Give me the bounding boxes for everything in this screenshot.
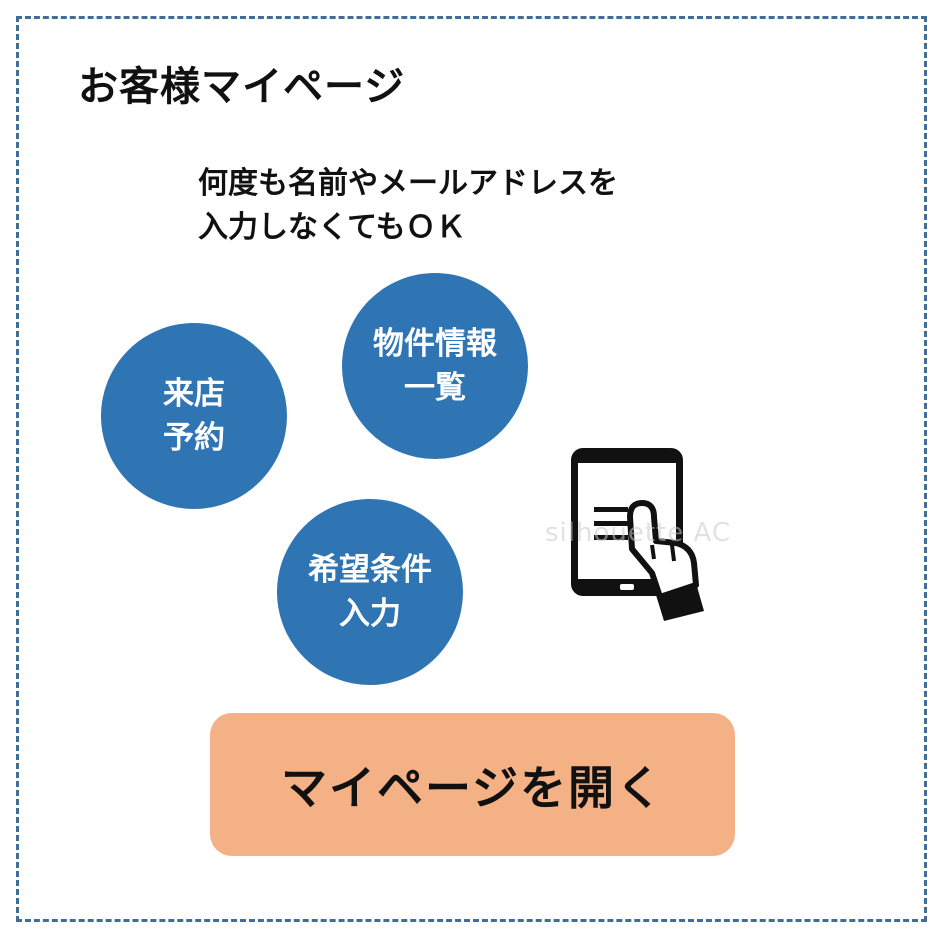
feature-label-line-2: 一覧 (404, 370, 466, 406)
feature-label-line-2: 予約 (163, 420, 225, 456)
feature-label-line-1: 物件情報 (373, 326, 497, 362)
feature-label-line-1: 希望条件 (308, 552, 432, 588)
feature-label-line-2: 入力 (339, 596, 401, 632)
open-mypage-button[interactable]: マイページを開く (210, 713, 735, 856)
dashed-frame (16, 16, 927, 922)
feature-desired-conditions[interactable]: 希望条件 入力 (277, 499, 463, 685)
description: 何度も名前やメールアドレスを 入力しなくてもＯＫ (198, 162, 618, 250)
feature-property-list[interactable]: 物件情報 一覧 (342, 273, 528, 459)
page-title: お客様マイページ (78, 64, 406, 110)
tablet-tap-icon (571, 448, 704, 621)
feature-label-line-1: 来店 (163, 376, 225, 412)
description-line-1: 何度も名前やメールアドレスを (198, 166, 618, 201)
description-line-2: 入力しなくてもＯＫ (198, 210, 466, 245)
feature-visit-reservation[interactable]: 来店 予約 (101, 323, 287, 509)
